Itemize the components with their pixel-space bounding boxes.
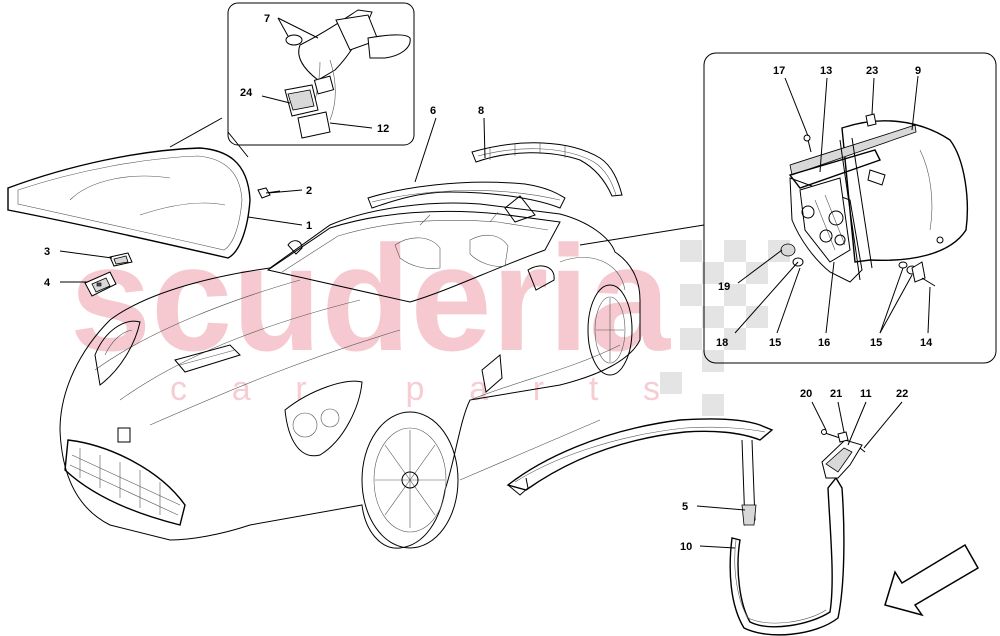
roof-seal-part: [471, 142, 623, 197]
callout-21: 21: [830, 388, 842, 400]
callout-4: 4: [44, 277, 51, 289]
callout-15b: 15: [870, 337, 882, 349]
callout-8: 8: [478, 105, 484, 117]
inset-leader: [169, 117, 249, 158]
bracket-part-4: [84, 271, 117, 297]
checkered-flag-watermark: [660, 240, 790, 416]
callout-18: 18: [716, 337, 728, 349]
callout-5: 5: [682, 501, 688, 513]
screw-part-20: [821, 429, 841, 439]
bracket-part-3: [109, 252, 133, 267]
watermark: scuderia car parts: [70, 214, 790, 416]
mirror-inset: [227, 2, 415, 146]
car-body: [59, 202, 641, 549]
callout-7: 7: [264, 13, 270, 25]
callout-14: 14: [920, 337, 933, 349]
callout-16: 16: [818, 337, 830, 349]
callout-9: 9: [915, 65, 921, 77]
leader-lines: [59, 17, 931, 549]
door-seal-part-5: [506, 418, 774, 526]
callout-23: 23: [866, 65, 878, 77]
callout-2: 2: [306, 185, 312, 197]
outer-seal-part-10: [729, 476, 845, 636]
callout-22: 22: [896, 388, 908, 400]
clip-part-22: [859, 447, 866, 453]
callout-12: 12: [377, 123, 389, 135]
callout-20: 20: [800, 388, 812, 400]
watermark-word: scuderia: [70, 214, 672, 382]
trim-bracket-part-11: [821, 439, 863, 479]
callout-6: 6: [430, 105, 436, 117]
front-direction-arrow-icon: [884, 543, 980, 617]
callout-3: 3: [44, 246, 50, 258]
callout-24: 24: [240, 87, 253, 99]
callout-13: 13: [820, 65, 832, 77]
callout-11: 11: [860, 388, 872, 400]
clip-part-21: [837, 431, 849, 443]
windscreen-part: [7, 147, 251, 259]
window-regulator-inset: [579, 52, 997, 364]
callout-10: 10: [680, 541, 692, 553]
callout-15a: 15: [769, 337, 781, 349]
callout-17: 17: [773, 65, 785, 77]
roof-bow-part: [367, 181, 566, 223]
callout-labels: 1 2 3 4 5 6 7 8 9 10 11 12 13 14 15 15 1…: [44, 13, 933, 553]
callout-1: 1: [306, 220, 312, 232]
callout-19: 19: [718, 281, 730, 293]
